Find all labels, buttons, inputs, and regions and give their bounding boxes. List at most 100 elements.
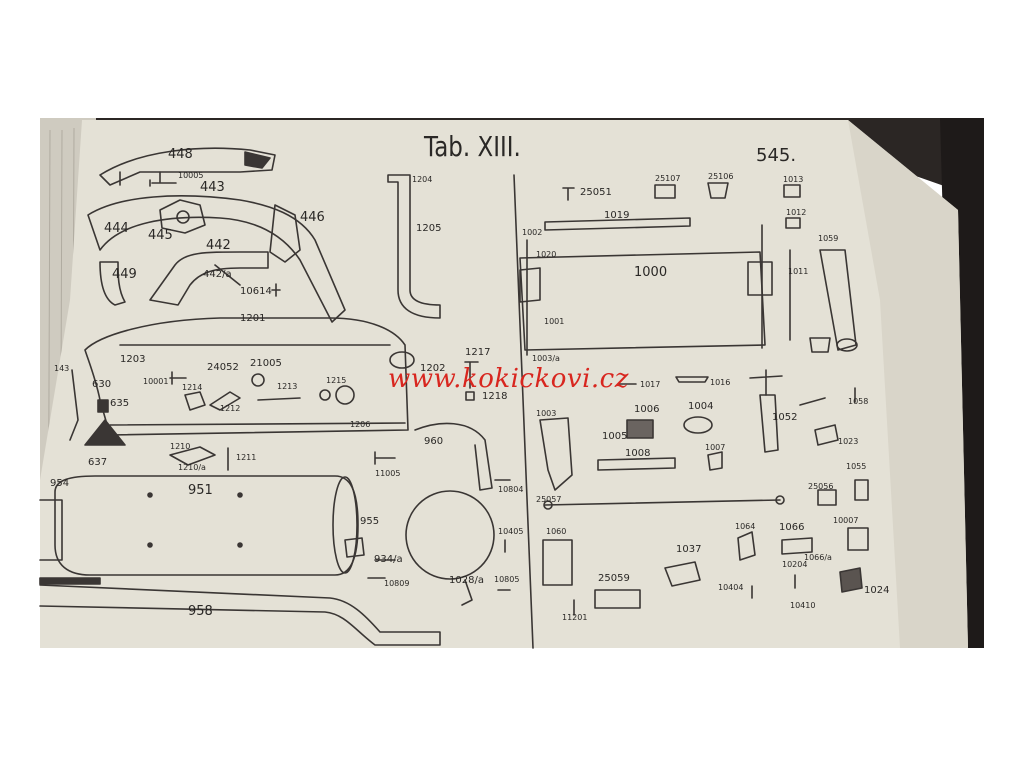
part-21005-ring [251, 373, 265, 387]
part-448-bracket [99, 147, 276, 186]
part-label: 10809 [384, 579, 410, 588]
part-1212-bracket [209, 391, 241, 411]
part-446-arm [269, 204, 301, 263]
part-label: 10007 [833, 516, 859, 525]
part-label: 10410 [790, 601, 816, 610]
part-label: 635 [110, 398, 130, 409]
part-label: 10204 [782, 560, 808, 569]
part-label: 10404 [718, 583, 744, 592]
part-label: 934/a [374, 554, 403, 565]
rivet [237, 542, 243, 548]
part-25057-end [543, 500, 553, 510]
part-label: 1066 [779, 522, 805, 533]
part-label: 1000 [634, 265, 668, 280]
part-label: 1204 [412, 175, 433, 184]
part-label: 960 [424, 436, 444, 447]
part-label: 25059 [598, 573, 630, 584]
part-label: 637 [88, 457, 108, 468]
part-label: 443 [200, 180, 225, 195]
part-25059-tube [594, 589, 641, 609]
part-1024-block [839, 567, 863, 593]
part-1058-spike [799, 397, 826, 406]
part-label: 1019 [604, 210, 630, 221]
part-445-hole [176, 210, 190, 224]
part-449-pipe [99, 261, 126, 306]
part-1052-handle [749, 369, 783, 396]
part-958-pipe [39, 584, 441, 646]
rivet [147, 542, 153, 548]
part-1006-box [626, 419, 654, 439]
part-1214-bracket [184, 391, 206, 411]
part-label: 1212 [220, 404, 241, 413]
part-25056-cap [817, 489, 837, 506]
part-1202-clamp [389, 351, 415, 369]
watermark-text: www.kokickovi.cz [388, 364, 629, 394]
part-1205-pipe [387, 174, 441, 319]
part-label: 1205 [416, 223, 442, 234]
part-label: 1201 [240, 313, 266, 324]
part-label: 1064 [735, 522, 756, 531]
part-1052-pump [759, 394, 779, 453]
part-label: 1203 [120, 354, 146, 365]
part-1003-shield [539, 417, 573, 491]
part-label: 1020 [536, 250, 557, 259]
part-label: 1037 [676, 544, 702, 555]
part-10001-bolt [169, 371, 187, 385]
part-label: 951 [188, 483, 213, 498]
part-label: 21005 [250, 358, 282, 369]
part-442-pipe [149, 251, 269, 306]
part-label: 1016 [710, 378, 731, 387]
part-1210-bracket [169, 446, 216, 466]
part-1020-bracket [519, 267, 541, 303]
part-1217-bolt [464, 361, 479, 389]
part-443-bracket [87, 195, 346, 323]
part-label: 1007 [705, 443, 726, 452]
part-label: 1206 [350, 420, 371, 429]
part-label: 10805 [494, 575, 520, 584]
part-label: 11201 [562, 613, 588, 622]
part-951-muffler [54, 475, 359, 576]
part-label: 1211 [236, 453, 257, 462]
part-label: 11005 [375, 469, 401, 478]
column-divider [513, 174, 534, 649]
part-1066-plate [781, 537, 813, 555]
part-630-leg [69, 369, 79, 441]
part-label: 25051 [580, 187, 612, 198]
part-label: 10005 [178, 171, 204, 180]
part-1012-block [785, 217, 801, 229]
part-1215-washer [319, 389, 331, 401]
part-label: 1215 [326, 376, 347, 385]
part-label: 1055 [846, 462, 867, 471]
part-1019-rod [544, 217, 691, 231]
part-label: 1011 [788, 267, 809, 276]
part-label: 24052 [207, 362, 239, 373]
part-label: 954 [50, 478, 70, 489]
part-25106-cap [707, 182, 729, 199]
part-label: 1005 [602, 431, 628, 442]
part-label: 1214 [182, 383, 203, 392]
part-label: 1060 [546, 527, 567, 536]
part-label: 442/a [203, 269, 232, 280]
rivet [147, 492, 153, 498]
part-label: 1028/a [449, 575, 484, 586]
part-1201-frame [84, 317, 409, 436]
part-25057-end-right [775, 495, 785, 505]
part-label: 143 [54, 364, 70, 373]
part-635-block [97, 399, 109, 413]
part-label: 1003/a [532, 354, 560, 363]
part-445-plate [159, 199, 206, 234]
part-10007-block [847, 527, 869, 551]
part-label: 630 [92, 379, 112, 390]
part-1213-rod [257, 397, 301, 401]
part-958-perforations [39, 577, 101, 585]
part-954-shield [39, 499, 63, 561]
part-1206-bar [109, 422, 406, 426]
part-label: 10614 [240, 286, 272, 297]
part-1004-ring [683, 416, 713, 434]
part-label: 1001 [544, 317, 565, 326]
part-label: 10804 [498, 485, 524, 494]
part-1013-block [783, 184, 801, 198]
part-25057-rod [544, 499, 781, 506]
part-label: 1217 [465, 347, 491, 358]
